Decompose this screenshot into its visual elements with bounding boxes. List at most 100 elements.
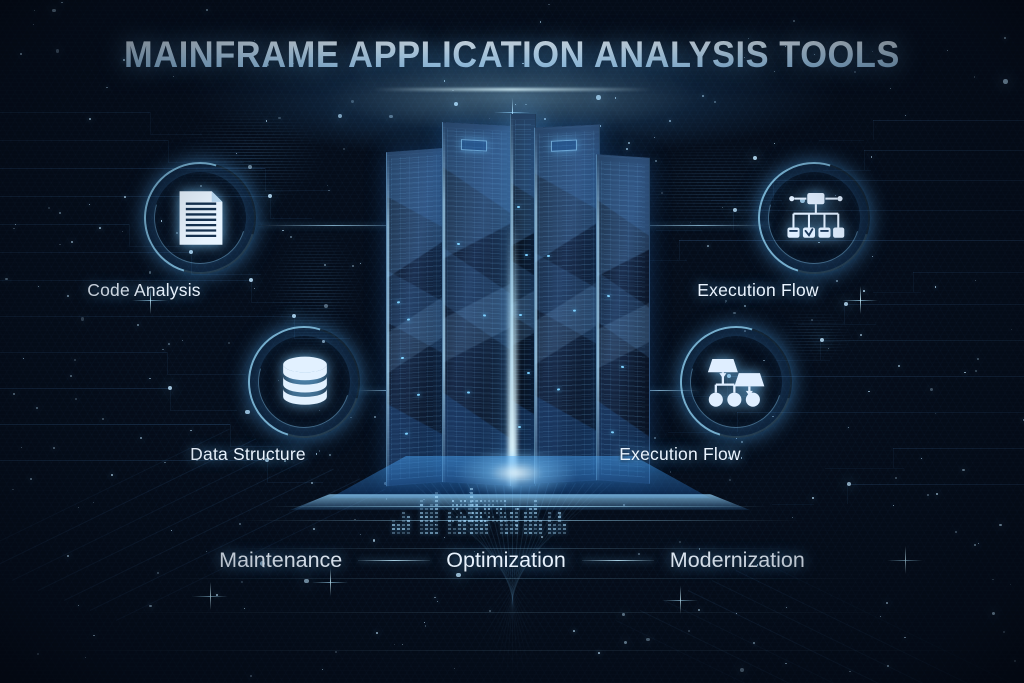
particle (437, 601, 439, 603)
data-bar-cell (448, 528, 451, 530)
node-label: Execution Flow (697, 280, 819, 300)
data-bar-cell (407, 532, 410, 534)
particle (75, 398, 77, 400)
status-leds (535, 124, 599, 483)
particle (359, 533, 361, 535)
particle (310, 481, 313, 484)
particle (904, 636, 907, 639)
particle (394, 643, 396, 646)
particle (1003, 631, 1006, 634)
particle (935, 412, 937, 414)
data-bar-cell (470, 512, 473, 514)
data-bar-cell (425, 516, 428, 518)
particle (847, 426, 849, 428)
data-bar-cell (435, 524, 438, 526)
floor-grid-ray (499, 482, 531, 681)
data-bar-cell (563, 528, 566, 530)
data-bar-cell (475, 516, 478, 518)
database-icon (274, 348, 336, 416)
server-tower-5 (596, 154, 650, 484)
data-bar-cell (480, 528, 483, 530)
data-bar-cell (458, 532, 461, 534)
data-bar-cell (548, 516, 551, 518)
floor-grid-row (77, 612, 947, 613)
data-bar-cell (548, 532, 551, 534)
particle (889, 87, 891, 89)
data-bar-cell (407, 528, 410, 530)
particle (539, 21, 542, 23)
particle (456, 572, 461, 578)
particle (78, 605, 80, 606)
process-step-optimization[interactable]: Optimization (446, 548, 566, 572)
data-bar-cell (425, 524, 428, 526)
data-bar-cell (448, 532, 451, 534)
particle (785, 606, 787, 608)
data-bar-cell (484, 512, 486, 514)
floor-grid-ray (503, 482, 520, 683)
particle (173, 76, 175, 78)
data-bar-cell (500, 524, 503, 526)
mainframe-server-cluster (386, 104, 650, 487)
floor-grid-ray (467, 482, 543, 669)
data-bar-cell (430, 524, 433, 526)
particle (974, 369, 977, 372)
data-bar-cell (548, 524, 551, 526)
data-bar-cell (504, 516, 506, 518)
process-link-1 (358, 560, 431, 561)
data-bar-cell (480, 524, 483, 526)
status-leds (387, 148, 445, 486)
particle (372, 539, 376, 542)
process-flow-row: Maintenance Optimization Modernization (0, 548, 1024, 573)
data-bar-cell (475, 532, 478, 534)
data-bar-cell (539, 528, 542, 530)
data-bar-cell (510, 524, 513, 526)
particle (973, 76, 975, 78)
particle (70, 375, 73, 377)
particle (920, 458, 922, 460)
particle (1004, 37, 1006, 39)
particle (329, 454, 331, 456)
data-bar-cell (448, 516, 451, 518)
data-bar-cell (515, 528, 518, 530)
particle (736, 612, 738, 614)
data-bar-cell (553, 528, 556, 530)
particle (740, 440, 743, 443)
data-bar-cell (558, 528, 561, 530)
particle (811, 496, 814, 499)
particle (81, 317, 85, 321)
particle (334, 650, 338, 654)
particle (954, 530, 957, 533)
process-step-maintenance[interactable]: Maintenance (219, 548, 343, 572)
data-bar-cell (488, 512, 490, 514)
data-bar-cell (480, 532, 483, 534)
data-bar-cell (485, 528, 488, 530)
data-bar-cell (397, 532, 400, 534)
particle (752, 642, 755, 645)
data-bar-cell (475, 524, 478, 526)
process-step-modernization[interactable]: Modernization (669, 548, 805, 572)
particle (962, 468, 965, 472)
page-title: MAINFRAME APPLICATION ANALYSIS TOOLS (36, 34, 988, 76)
particle (1011, 329, 1013, 331)
particle (20, 446, 22, 448)
particle (687, 629, 690, 633)
data-bar-cell (435, 516, 438, 518)
data-bar-cell (402, 516, 405, 518)
circuit-trace (0, 224, 129, 225)
star-flare (680, 586, 681, 614)
floor-grid-row (152, 578, 872, 579)
particle (964, 371, 966, 373)
particle (164, 461, 166, 464)
data-bar-cell (430, 512, 433, 514)
data-bar-cell (553, 524, 556, 526)
particle (1010, 584, 1012, 586)
particle (89, 118, 91, 121)
particle (434, 596, 436, 598)
document-icon (170, 184, 232, 252)
data-bar-cell (480, 512, 482, 514)
particle (935, 493, 938, 496)
circuit-node (847, 482, 852, 486)
circuit-diagonal (687, 590, 976, 683)
data-bar-cell (397, 528, 400, 530)
circuit-trace (824, 468, 904, 469)
